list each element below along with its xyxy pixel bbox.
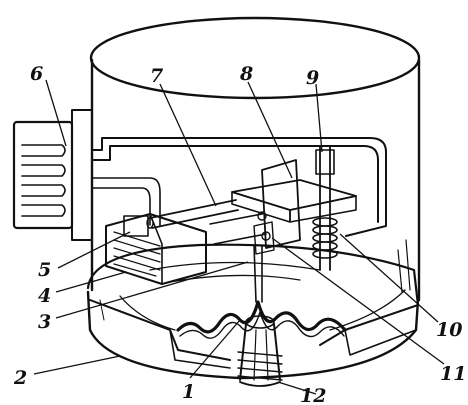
callout-4: 4 [38,285,51,307]
leader-lines [33,79,445,395]
callout-7: 7 [150,65,163,87]
push-rod [253,244,263,303]
leader-6 [45,79,67,147]
leader-8 [247,81,293,179]
callout-11: 11 [440,363,466,385]
callout-5: 5 [38,259,51,281]
callout-8: 8 [239,63,253,85]
leader-2 [33,355,121,375]
contact-assembly [209,159,357,255]
leader-7 [159,83,217,207]
base-plate [86,243,420,380]
callout-labels: 6 7 8 9 5 4 3 2 1 10 11 12 [13,63,466,405]
callout-3: 3 [38,311,51,333]
leader-10 [339,233,439,323]
guide-rod [146,199,239,229]
leader-1 [189,319,241,379]
callout-2: 2 [13,367,27,389]
fitting-thread [237,351,283,381]
compression-spring [312,217,338,259]
leader-5 [57,231,131,269]
callout-10: 10 [436,319,462,341]
leader-9 [315,83,323,153]
leader-4 [55,271,127,293]
callout-6: 6 [30,63,43,85]
pressure-fitting [237,315,283,387]
electrical-connector [12,109,93,241]
leader-12 [277,381,317,395]
coil-winding [113,231,161,277]
corrugated-diaphragm [176,300,347,339]
internal-wiring [91,137,387,237]
callout-12: 12 [300,385,326,405]
relay-coil [105,213,207,285]
callout-9: 9 [306,67,319,89]
housing-top-rim [89,16,421,100]
leader-11 [271,237,445,365]
callout-1: 1 [182,381,195,403]
leader-3 [55,261,249,319]
